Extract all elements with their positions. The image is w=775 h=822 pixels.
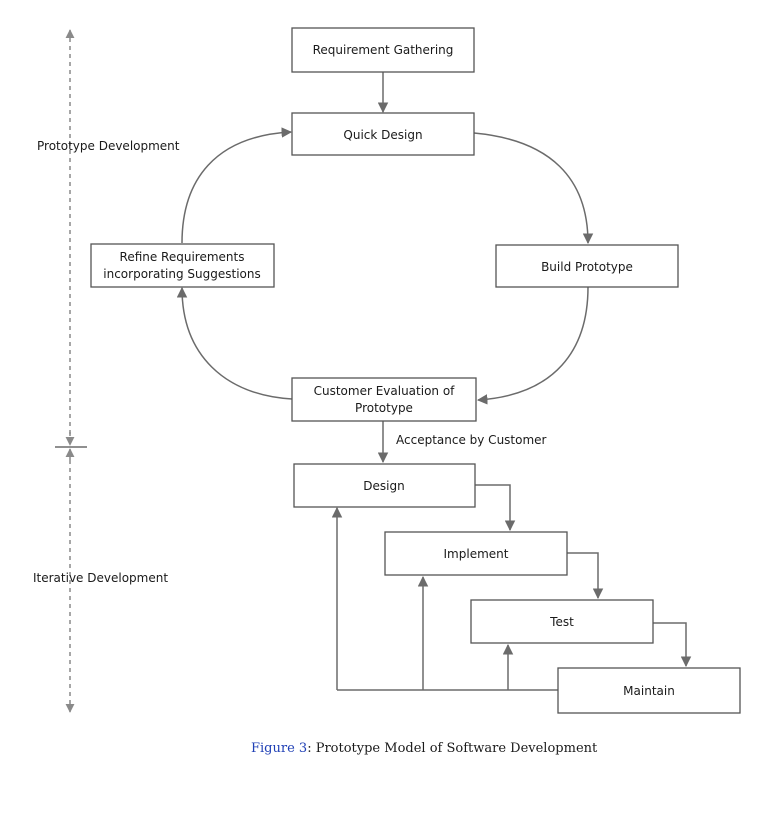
phase-timeline [55, 29, 87, 713]
box-build-prototype: Build Prototype [495, 244, 679, 288]
box-label-line-1: Customer Evaluation of [314, 384, 456, 398]
box-label: Maintain [623, 684, 675, 698]
box-customer-evaluation: Customer Evaluation of Prototype [291, 377, 477, 422]
prototype-development-label: Prototype Development [37, 139, 180, 153]
figure-caption: Figure 3: Prototype Model of Software De… [251, 741, 598, 756]
box-label-line-1: Refine Requirements [120, 250, 245, 264]
box-refine-requirements: Refine Requirements incorporating Sugges… [90, 243, 275, 288]
box-label: Build Prototype [541, 260, 633, 274]
box-quick-design: Quick Design [291, 112, 475, 156]
box-label: Test [549, 615, 574, 629]
box-label: Quick Design [343, 128, 422, 142]
connectors [176, 72, 692, 691]
box-test: Test [470, 599, 654, 644]
box-requirement-gathering: Requirement Gathering [291, 27, 475, 73]
box-implement: Implement [384, 531, 568, 576]
arrow-evaluation-to-refine [176, 286, 293, 400]
box-label: Requirement Gathering [313, 43, 454, 57]
box-maintain: Maintain [557, 667, 741, 714]
box-design: Design [293, 463, 476, 508]
box-label: Implement [444, 547, 509, 561]
box-label-line-2: incorporating Suggestions [103, 267, 260, 281]
iterative-development-label: Iterative Development [33, 571, 168, 585]
figure-caption-text: : Prototype Model of Software Developmen… [307, 741, 598, 756]
arrow-test-to-maintain [653, 622, 692, 668]
acceptance-by-customer-label: Acceptance by Customer [396, 433, 547, 447]
figure-number: Figure 3 [251, 741, 307, 756]
box-label-line-2: Prototype [355, 401, 413, 415]
arrow-design-to-implement [475, 484, 516, 532]
arrow-implement-to-test [567, 552, 604, 600]
box-label: Design [363, 479, 404, 493]
arrow-refine-to-quick-design [181, 127, 293, 244]
arrow-build-prototype-to-evaluation [476, 286, 589, 405]
arrow-quick-design-to-build-prototype [473, 132, 594, 245]
